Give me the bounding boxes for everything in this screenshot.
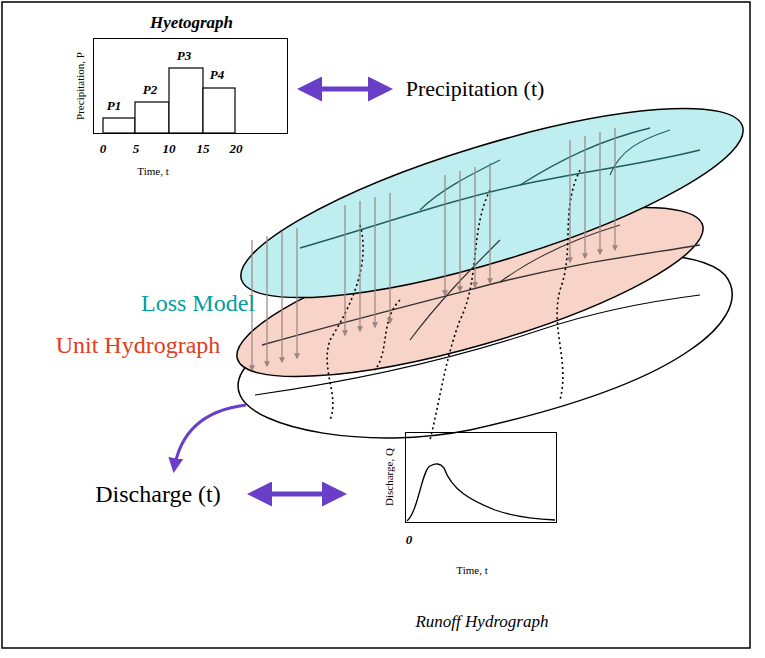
layer-label: Loss Model	[141, 290, 255, 316]
double-arrow	[302, 87, 388, 92]
rain-arrow	[489, 163, 490, 283]
rain-arrow	[389, 193, 390, 323]
axis-label: Time, t	[137, 165, 168, 177]
tick-label: 0	[406, 533, 413, 547]
double-arrow	[252, 492, 342, 497]
bar-label: P2	[143, 83, 157, 97]
rain-arrow	[344, 205, 345, 335]
tick-label: 10	[163, 142, 176, 156]
bar-label: P3	[177, 49, 191, 63]
rain-arrow	[444, 175, 445, 295]
bar-label: P1	[107, 99, 121, 113]
tick-label: 20	[230, 142, 243, 156]
rain-arrow	[296, 228, 297, 358]
rain-arrow	[374, 197, 375, 327]
tick-label: 5	[133, 142, 140, 156]
axis-label: Precipitation, P	[74, 52, 86, 120]
rain-arrow	[459, 171, 460, 291]
hyetograph-bars	[103, 68, 235, 133]
rain-arrow	[614, 128, 615, 250]
rain-arrow	[584, 136, 585, 258]
axis-label: Discharge, Q	[383, 448, 395, 506]
axis-label: Time, t	[456, 564, 487, 576]
flow-label: Discharge (t)	[95, 481, 221, 507]
rain-arrow	[281, 232, 282, 362]
bar-label: P4	[210, 68, 224, 82]
plot-title: Hyetograph	[150, 14, 233, 33]
frame	[2, 2, 750, 648]
tick-label: 0	[100, 142, 107, 156]
tick-label: 15	[197, 142, 210, 156]
rain-arrow	[599, 132, 600, 254]
hydrograph-curve	[407, 464, 555, 521]
rain-arrow	[569, 140, 570, 262]
curved-arrow	[174, 405, 246, 470]
plot-title: Runoff Hydrograph	[415, 613, 548, 632]
rain-arrows	[252, 128, 615, 370]
rain-arrow	[474, 167, 475, 287]
watershed	[222, 71, 759, 440]
plot-box: Runoff Hydrograph	[405, 432, 557, 523]
layer-label: Unit Hydrograph	[56, 332, 221, 358]
rain-arrow	[359, 201, 360, 331]
flow-label: Precipitation (t)	[406, 77, 545, 101]
rain-arrow	[266, 236, 267, 366]
